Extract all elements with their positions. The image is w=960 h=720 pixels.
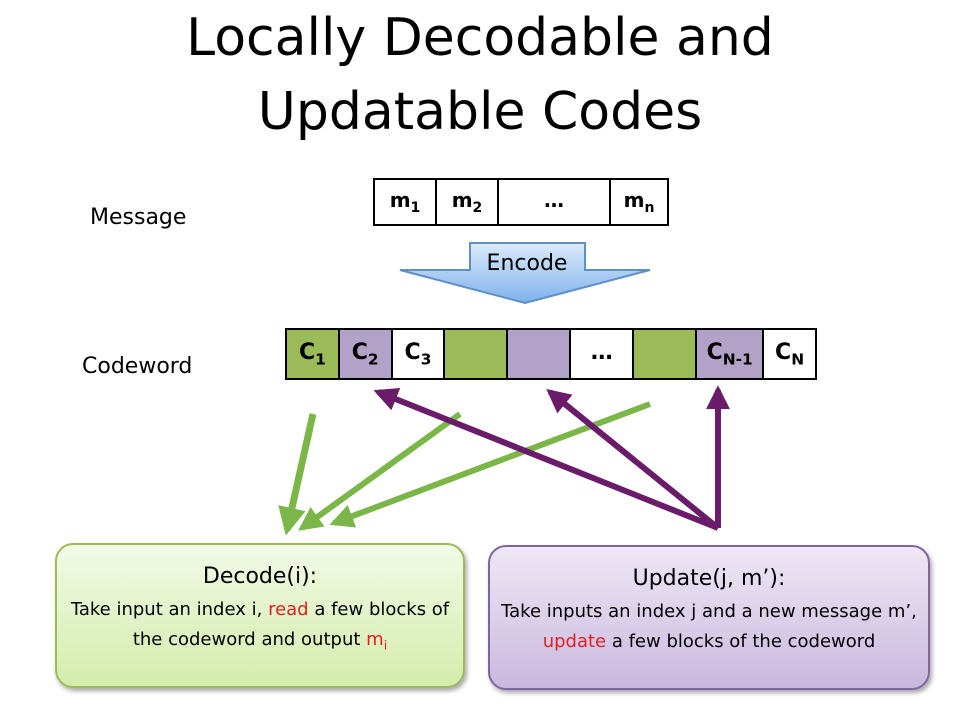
- codeword-cell: C2: [337, 328, 393, 380]
- read-arrow: [278, 413, 317, 536]
- codeword-cell: CN-1: [695, 328, 765, 380]
- codeword-cell: [443, 328, 509, 380]
- message-cell: m1: [373, 178, 437, 226]
- update-box: Update(j, m’): Take inputs an index j an…: [488, 545, 930, 690]
- codeword-cell: …: [569, 328, 635, 380]
- read-arrow: [298, 411, 462, 531]
- message-cell: mn: [609, 178, 669, 226]
- codeword-label: Codeword: [82, 354, 193, 379]
- update-arrow: [373, 387, 720, 531]
- message-cell: …: [497, 178, 611, 226]
- page-title-line-2: Updatable Codes: [257, 82, 703, 142]
- decode-heading: Decode(i):: [202, 564, 318, 589]
- decode-description: Take input an index i, read a few blocks…: [70, 599, 450, 653]
- update-arrow: [546, 388, 720, 531]
- codeword-cell: [632, 328, 698, 380]
- decode-box: Decode(i): Take input an index i, read a…: [55, 543, 465, 688]
- codeword-blocks: C1 C2 C3 … CN-1 CN: [285, 328, 817, 380]
- codeword-cell: CN: [762, 328, 817, 380]
- encode-label: Encode: [486, 251, 568, 276]
- update-highlight: update: [542, 631, 607, 652]
- message-cell: m2: [435, 178, 499, 226]
- codeword-cell: C3: [390, 328, 446, 380]
- codeword-cell: [506, 328, 572, 380]
- update-description: Take inputs an index j and a new message…: [501, 601, 917, 652]
- codeword-cell: C1: [285, 328, 340, 380]
- decode-output: mi: [366, 629, 388, 653]
- message-blocks: m1 m2 … mn: [373, 178, 669, 226]
- read-highlight: read: [268, 599, 309, 620]
- message-label: Message: [90, 205, 187, 230]
- read-arrow: [329, 401, 652, 528]
- update-heading: Update(j, m’):: [632, 566, 786, 591]
- page-title-line-1: Locally Decodable and: [186, 8, 774, 68]
